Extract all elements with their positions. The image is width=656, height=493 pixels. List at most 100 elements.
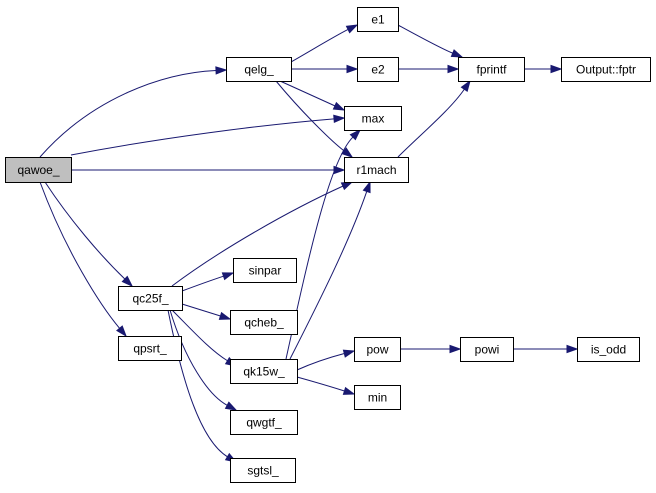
node-label: sgtsl_ [247,464,279,478]
edge-fprintf-to-output_fptr [524,64,563,74]
edge-line [44,181,126,280]
edge-line [171,185,344,287]
node-box [344,106,402,131]
node-qawoe[interactable]: qawoe_ [5,157,72,183]
edge-pow-to-powi [400,344,462,354]
node-output-fptr[interactable]: Output::fptr [561,57,651,82]
node-qcheb[interactable]: qcheb_ [230,310,298,335]
node-max[interactable]: max [344,106,402,131]
node-box [357,7,399,32]
edge-line [290,29,349,63]
edge-line [279,80,336,107]
node-box [230,310,298,335]
node-label: r1mach [356,163,396,177]
node-qc25f[interactable]: qc25f_ [118,286,183,311]
node-sinpar[interactable]: sinpar [233,258,297,283]
edge-r1mach-to-fprintf [397,79,471,158]
arrowhead-icon [333,165,346,175]
arrowhead-icon [345,24,359,34]
edge-powi-to-is_odd [513,344,579,354]
node-sgtsl[interactable]: sgtsl_ [230,458,296,483]
edge-qc25f-to-sinpar [181,272,235,292]
node-label: e1 [371,13,385,27]
edge-qc25f-to-qwgtf [169,309,238,411]
node-e1[interactable]: e1 [357,7,399,32]
edge-qelg-to-max [279,80,346,111]
node-qelg[interactable]: qelg_ [226,57,292,82]
arrowhead-icon [349,128,362,141]
node-box [354,337,401,362]
node-box [354,385,401,410]
arrowhead-icon [447,64,460,74]
edge-line [397,24,453,54]
edge-line [171,309,228,362]
node-powi[interactable]: powi [460,337,514,362]
node-is-odd[interactable]: is_odd [577,337,640,362]
arrowhead-icon [332,101,346,111]
arrowhead-icon [333,114,346,124]
node-label: qawoe_ [17,163,59,177]
edge-line [169,309,228,406]
arrowhead-icon [346,64,359,74]
edge-line [70,118,335,156]
node-label: is_odd [591,343,626,357]
node-box [458,57,525,82]
arrowhead-icon [221,272,235,281]
node-e2[interactable]: e2 [357,57,399,82]
edge-line [39,181,120,329]
arrowhead-icon [215,66,228,75]
edge-e1-to-fprintf [397,24,464,58]
node-qwgtf[interactable]: qwgtf_ [230,410,298,435]
node-box [357,57,399,82]
node-box [226,57,292,82]
node-label: pow [366,343,388,357]
arrowhead-icon [449,344,462,354]
edge-line [296,353,345,371]
node-label: max [362,112,385,126]
nodes-layer: qawoe_ qelg_ qc25f_ qpsrt_ e1 e2 max r1mach sinp… [5,7,651,483]
node-box [561,57,651,82]
edge-e2-to-fprintf [398,64,460,74]
node-label: powi [475,343,500,357]
edge-qawoe-to-max [70,114,346,156]
node-pow[interactable]: pow [354,337,401,362]
node-label: Output::fptr [576,63,636,77]
node-label: qk15w_ [243,365,285,379]
node-box [118,286,183,311]
node-qk15w[interactable]: qk15w_ [230,359,298,384]
edge-qelg-to-r1mach [275,80,354,158]
edges-layer [39,24,579,463]
node-qpsrt[interactable]: qpsrt_ [118,336,182,361]
edge-line [181,303,221,317]
arrowhead-icon [362,180,371,194]
edge-line [397,88,465,158]
edge-qk15w-to-r1mach [289,180,371,360]
edge-line [296,376,345,392]
node-label: sinpar [249,264,282,278]
node-label: qcheb_ [244,316,284,330]
node-label: qwgtf_ [246,416,282,430]
arrowhead-icon [460,79,471,93]
node-box [344,157,409,183]
edge-qelg-to-e2 [291,64,359,74]
edge-qc25f-to-qcheb [181,303,232,320]
arrowhead-icon [341,147,354,158]
node-label: qc25f_ [132,292,168,306]
node-label: fprintf [476,63,507,77]
arrowhead-icon [116,325,127,338]
node-min[interactable]: min [354,385,401,410]
node-box [577,337,640,362]
node-fprintf[interactable]: fprintf [458,57,525,82]
node-box [233,258,297,283]
arrowhead-icon [342,349,356,358]
edge-qawoe-to-qc25f [44,181,134,288]
edge-line [39,69,217,158]
arrowhead-icon [121,275,134,288]
arrowhead-icon [224,401,238,411]
edge-qawoe-to-qelg [39,66,228,158]
edge-line [181,275,224,292]
node-label: qpsrt_ [133,342,167,356]
node-r1mach[interactable]: r1mach [344,157,409,183]
node-label: qelg_ [244,63,274,77]
